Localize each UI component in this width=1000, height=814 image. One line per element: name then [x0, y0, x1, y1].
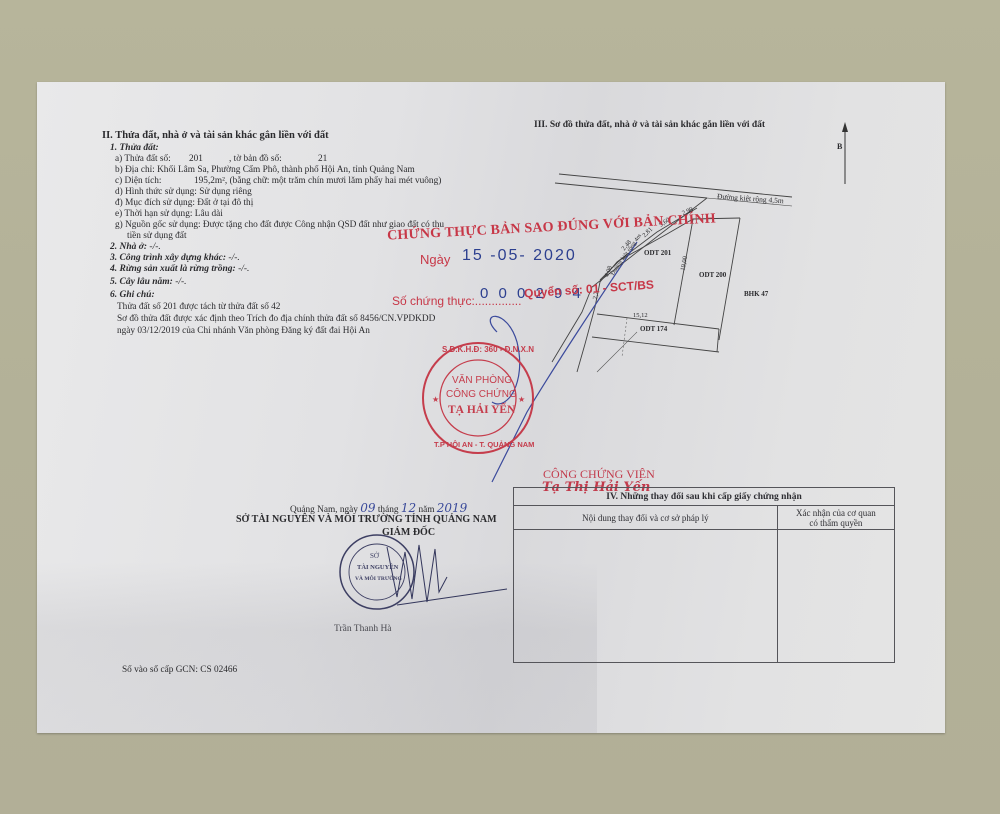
- cert-number-label: Số chứng thực:..............: [392, 294, 522, 308]
- cert-date-value: 15 -05- 2020: [462, 247, 577, 264]
- changes-table: IV. Những thay đổi sau khi cấp giấy chứn…: [513, 487, 896, 663]
- sign-day: 09: [360, 501, 376, 515]
- change-content-cell: [513, 529, 778, 663]
- parcel-number-value: 201: [189, 154, 203, 164]
- map-sheet-label: , tờ bản đồ số:: [229, 154, 282, 164]
- parcel-bhk-47: BHK 47: [744, 290, 769, 298]
- use-origin: g) Nguồn gốc sử dụng: Được tặng cho đất …: [115, 220, 444, 230]
- dept-seal-line1: SỞ: [370, 552, 379, 560]
- dim-15-12: 15,12: [633, 312, 648, 319]
- signer-position: GIÁM ĐỐC: [382, 527, 436, 538]
- registry-number: Số vào sổ cấp GCN: CS 02466: [122, 665, 238, 675]
- area-value: 195,2m², (bằng chữ: một trăm chín mươi l…: [194, 176, 442, 186]
- parcel-odt-201: ODT 201: [644, 249, 672, 257]
- sign-month: 12: [400, 501, 417, 515]
- notary-role: CÔNG CHỨNG VIÊN: [543, 467, 655, 481]
- notes-heading: 6. Ghi chú:: [110, 290, 155, 300]
- north-arrow-icon: [842, 122, 848, 184]
- area-label: c) Diện tích:: [115, 176, 162, 186]
- north-label: B: [837, 142, 843, 151]
- parcel-odt-174: ODT 174: [640, 325, 668, 333]
- note-line-3: ngày 03/12/2019 của Chi nhánh Văn phòng …: [117, 326, 370, 336]
- parcel-number-label: a) Thửa đất số:: [115, 154, 171, 164]
- signer-name: Trần Thanh Hà: [334, 624, 392, 634]
- cert-date-label: Ngày: [420, 252, 451, 267]
- parcel-diagram: [489, 122, 848, 483]
- parcel-odt-200: ODT 200: [699, 271, 727, 279]
- section-iv-title: IV. Những thay đổi sau khi cấp giấy chứn…: [513, 487, 895, 506]
- col-header-change: Nội dung thay đổi và cơ sở pháp lý: [513, 505, 778, 530]
- dept-seal-line3: VÀ MÔI TRƯỜNG: [355, 576, 402, 582]
- use-form: d) Hình thức sử dụng: Sử dụng riêng: [115, 187, 252, 197]
- svg-text:★: ★: [432, 395, 439, 404]
- forest-heading: 4. Rừng sản xuất là rừng trồng: -/-.: [110, 264, 250, 274]
- svg-text:★: ★: [518, 395, 525, 404]
- other-works-heading: 3. Công trình xây dựng khác: -/-.: [110, 253, 240, 263]
- notary-seal-line1: VĂN PHÒNG: [452, 375, 513, 386]
- department-seal: SỞ TÀI NGUYÊN VÀ MÔI TRƯỜNG: [337, 532, 417, 612]
- department-seal-icon: [339, 534, 415, 610]
- director-signature: [386, 544, 508, 606]
- house-heading: 2. Nhà ở: -/-.: [110, 242, 161, 252]
- note-line-2: Sơ đồ thửa đất được xác định theo Trích …: [117, 314, 436, 324]
- notary-seal-line3: TẠ HẢI YẾN: [448, 404, 516, 416]
- col-header-confirmation: Xác nhận của cơ quan có thẩm quyền: [776, 505, 896, 530]
- certificate-page: II. Thửa đất, nhà ở và tài sản khác gắn …: [37, 82, 945, 733]
- section-iii-title: III. Sơ đồ thửa đất, nhà ở và tài sản kh…: [534, 120, 766, 130]
- cert-number-value: 0 0 0 2 9 4: [480, 285, 584, 302]
- place-date: Quảng Nam, ngày 09 tháng 12 năm 2019: [290, 501, 468, 515]
- confirmation-cell: [776, 529, 896, 663]
- use-term: e) Thời hạn sử dụng: Lâu dài: [115, 209, 223, 219]
- section-ii-title: II. Thửa đất, nhà ở và tài sản khác gắn …: [102, 130, 329, 141]
- address: b) Địa chỉ: Khối Lâm Sa, Phường Cẩm Phô,…: [115, 165, 415, 175]
- notary-seal-ring-top: S.Đ.K.H.Đ: 360 - Đ.N.X.N: [442, 345, 535, 354]
- notary-seal: ★ ★ S.Đ.K.H.Đ: 360 - Đ.N.X.N T.P HỘI AN …: [420, 340, 536, 456]
- land-heading: 1. Thửa đất:: [110, 143, 159, 153]
- notary-seal-icon: ★ ★: [422, 342, 534, 454]
- use-origin-cont: tiền sử dụng đất: [127, 231, 187, 241]
- issuing-agency: SỞ TÀI NGUYÊN VÀ MÔI TRƯỜNG TỈNH QUẢNG N…: [236, 514, 497, 525]
- dept-seal-line2: TÀI NGUYÊN: [357, 564, 399, 571]
- perennial-heading: 5. Cây lâu năm: -/-.: [110, 277, 187, 287]
- notary-seal-ring-bottom: T.P HỘI AN - T. QUẢNG NAM: [434, 440, 535, 449]
- map-sheet-value: 21: [318, 154, 328, 164]
- note-line-1: Thửa đất số 201 được tách từ thửa đất số…: [117, 302, 281, 312]
- notary-seal-line2: CÔNG CHỨNG: [446, 389, 517, 400]
- use-purpose: đ) Mục đích sử dụng: Đất ở tại đô thị: [115, 198, 254, 208]
- sign-year: 2019: [436, 501, 468, 515]
